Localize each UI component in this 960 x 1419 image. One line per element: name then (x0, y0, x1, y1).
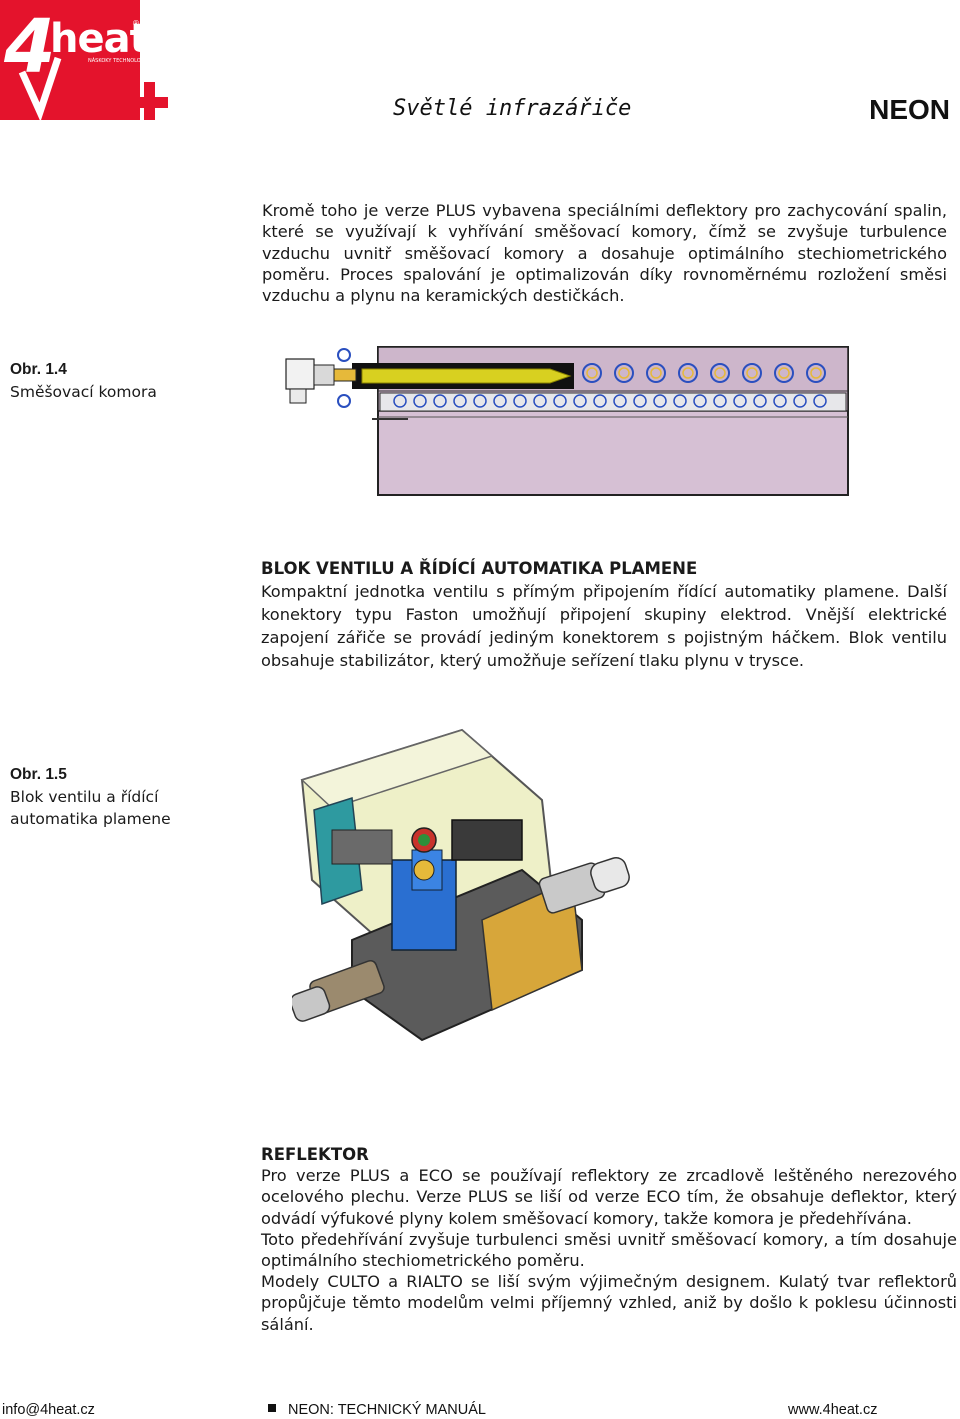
footer-manual-label: NEON: TECHNICKÝ MANUÁL (288, 1402, 486, 1418)
figure-caption-1-4: Obr. 1.4 Směšovací komora (10, 359, 157, 403)
footer-email[interactable]: info@4heat.cz (2, 1402, 95, 1418)
footer-website[interactable]: www.4heat.cz (788, 1402, 878, 1418)
section-heading: REFLEKTOR (261, 1145, 369, 1164)
figure-caption-text: Směšovací komora (10, 383, 157, 401)
section-paragraph: Toto předehřívání zvyšuje turbulenci smě… (261, 1229, 957, 1271)
section-paragraph: Modely CULTO a RIALTO se liší svým výjim… (261, 1272, 957, 1334)
section-body: Kompaktní jednotka ventilu s přímým přip… (261, 582, 947, 670)
logo-red-block (0, 0, 140, 120)
product-name: NEON (869, 94, 950, 125)
figure-number: Obr. 1.4 (10, 361, 67, 378)
svg-text:®: ® (132, 19, 140, 28)
svg-text:heat: heat (50, 16, 140, 62)
reflector-section: REFLEKTOR Pro verze PLUS a ECO se použív… (261, 1144, 957, 1335)
svg-text:4: 4 (3, 4, 56, 90)
mixing-chamber-figure (285, 346, 849, 496)
company-logo: 4 heat ® NÁSKOKY TECHNOLOGII (0, 0, 168, 120)
svg-text:NÁSKOKY TECHNOLOGII: NÁSKOKY TECHNOLOGII (88, 57, 140, 64)
bullet-icon (268, 1404, 276, 1412)
intro-paragraph: Kromě toho je verze PLUS vybavena speciá… (262, 201, 947, 306)
logo-plus-horizontal (130, 97, 168, 108)
figure-caption-text: automatika plamene (10, 810, 171, 828)
valve-section: BLOK VENTILU A ŘÍDÍCÍ AUTOMATIKA PLAMENE… (261, 557, 947, 672)
document-title: Světlé infrazářiče (393, 96, 632, 121)
figure-caption-text: Blok ventilu a řídící (10, 788, 159, 806)
figure-caption-1-5: Obr. 1.5 Blok ventilu a řídící automatik… (10, 764, 171, 830)
footer-manual: NEON: TECHNICKÝ MANUÁL (268, 1402, 486, 1418)
figure-number: Obr. 1.5 (10, 766, 67, 783)
logo-mark-icon: 4 heat ® NÁSKOKY TECHNOLOGII (3, 4, 140, 120)
valve-block-figure (292, 728, 630, 1042)
section-heading: BLOK VENTILU A ŘÍDÍCÍ AUTOMATIKA PLAMENE (261, 559, 698, 578)
section-paragraph: Pro verze PLUS a ECO se používají reflek… (261, 1166, 957, 1228)
